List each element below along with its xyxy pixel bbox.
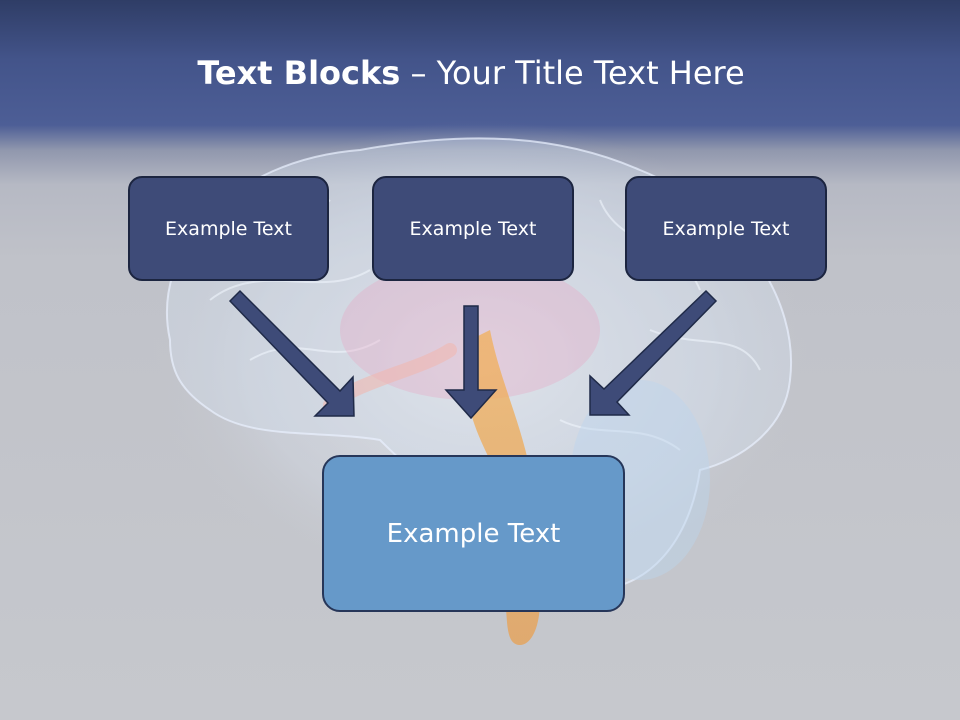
- top-block-2: Example Text: [372, 176, 574, 281]
- top-block-2-text: Example Text: [409, 217, 537, 240]
- bottom-block-text: Example Text: [386, 518, 561, 549]
- arrow-left: [228, 289, 355, 417]
- bottom-block: Example Text: [322, 455, 625, 612]
- slide-title: Text Blocks – Your Title Text Here: [0, 54, 942, 92]
- top-block-1-text: Example Text: [165, 217, 292, 240]
- top-block-3: Example Text: [625, 176, 827, 281]
- title-bold: Text Blocks: [197, 54, 401, 92]
- top-block-1: Example Text: [128, 176, 329, 281]
- title-rest: – Your Title Text Here: [400, 54, 745, 92]
- top-block-3-text: Example Text: [662, 217, 790, 240]
- arrow-center: [444, 305, 498, 420]
- arrow-right: [589, 289, 718, 416]
